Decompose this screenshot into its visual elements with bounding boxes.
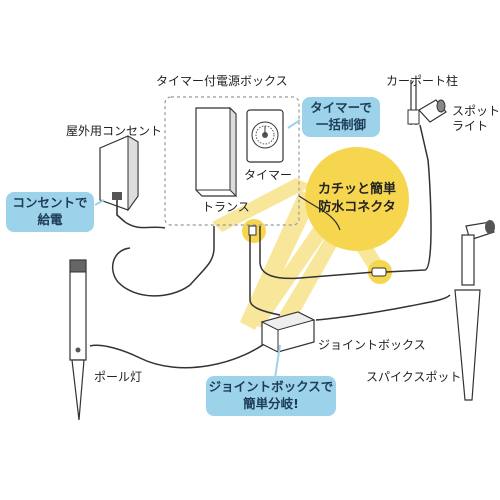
label-timer-power-box: タイマー付電源ボックス	[156, 74, 288, 88]
outlet-box-icon	[99, 135, 139, 223]
label-spotlight: スポット ライト	[452, 104, 500, 133]
label-pole-light: ポール灯	[94, 370, 143, 384]
connector-bubble	[305, 147, 409, 251]
pole-light-icon	[69, 259, 87, 421]
cable-outlet	[124, 221, 166, 229]
label-transformer: トランス	[202, 200, 250, 214]
label-spike-spot: スパイクスポット	[366, 370, 462, 384]
callout-joint-split: ジョイントボックスで 簡単分岐!	[206, 376, 336, 416]
highlight-rays	[212, 178, 388, 330]
cable-to-spike	[315, 294, 451, 321]
leader-outlet	[94, 199, 105, 206]
callout-timer-control: タイマーで 一括制御	[302, 97, 380, 137]
callout-waterproof-connector: カチッと簡単 防水コネクタ	[317, 182, 396, 215]
connector-2	[371, 267, 387, 277]
power-box-outline	[164, 96, 300, 226]
leader-joint	[274, 344, 281, 379]
label-timer: タイマー	[244, 168, 293, 182]
label-joint-box: ジョイントボックス	[318, 338, 426, 352]
cable-main-2	[249, 226, 281, 316]
spotlight-icon	[407, 80, 447, 125]
joint-box-icon	[260, 311, 316, 353]
callout-outlet-power: コンセントで 給電	[6, 192, 94, 232]
timer-icon	[246, 109, 284, 163]
leader-timer	[287, 119, 301, 129]
spike-spot-icon	[454, 220, 495, 401]
label-carport-pillar: カーポート柱	[386, 74, 459, 88]
connector-1	[248, 225, 257, 236]
cable-timer-loop	[298, 195, 341, 231]
cable-to-pole	[89, 337, 273, 369]
cable-main-3	[259, 226, 376, 280]
transformer-icon	[195, 106, 237, 198]
label-outdoor-outlet: 屋外用コンセント	[66, 124, 163, 138]
cable-main-1	[111, 226, 215, 297]
cable-to-carport	[385, 124, 432, 273]
